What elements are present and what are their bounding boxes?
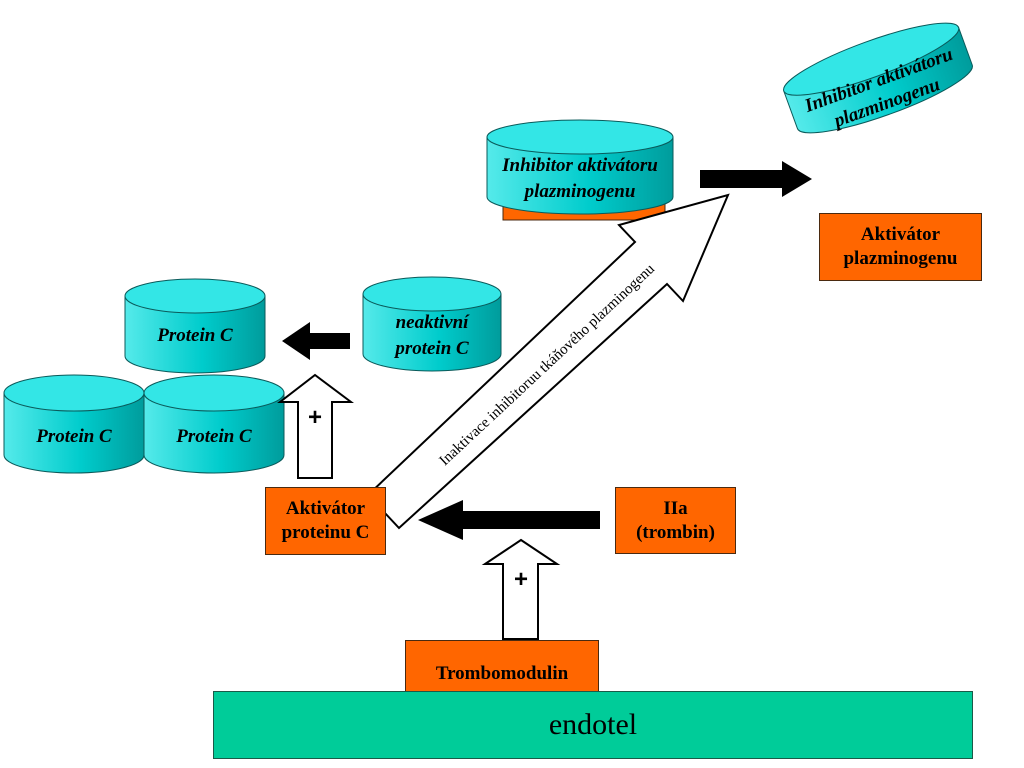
cylinder-label-line: Protein C: [156, 325, 233, 346]
cylinder-label-line: Protein C: [35, 426, 112, 447]
plus-arrow-up-bottom: +: [481, 538, 561, 640]
box-aktivator-proteinu-c: Aktivátor proteinu C: [265, 487, 386, 555]
cylinder-label-line: neaktivní: [396, 312, 471, 333]
cylinder-label-line: Protein C: [175, 426, 252, 447]
cylinder-label-line: Inhibitor aktivátoru: [501, 155, 658, 176]
cylinder-protein-c-left: Protein C: [3, 374, 145, 474]
arrow-to-released-inhibitor: [700, 161, 812, 197]
box-label: Aktivátor proteinu C: [281, 498, 370, 543]
box-aktivator-plazminogenu: Aktivátor plazminogenu: [819, 213, 982, 281]
box-iia-trombin: IIa (trombin): [615, 487, 736, 554]
cylinder-label-line: protein C: [393, 338, 469, 359]
plus-arrow-up-top: +: [277, 373, 354, 479]
box-label: IIa (trombin): [636, 497, 715, 543]
cylinder-inhibitor-tilted: Inhibitor aktivátoru plazminogenu: [783, 22, 973, 134]
arrow-trombin-to-activator: [418, 500, 600, 540]
cylinder-protein-c-top: Protein C: [124, 278, 266, 374]
arrow-to-protein-c: [282, 322, 350, 360]
cylinder-protein-c-right: Protein C: [143, 374, 285, 474]
cylinder-inhibitor-middle: Inhibitor aktivátoru plazminogenu: [486, 119, 674, 215]
box-label: Trombomodulin: [435, 663, 569, 684]
plus-sign: +: [514, 566, 528, 593]
cylinder-label-line: plazminogenu: [523, 181, 636, 202]
endotel-layer: endotel: [213, 691, 973, 759]
plus-sign: +: [308, 404, 322, 431]
cylinder-neaktivni-protein-c: neaktivní protein C: [362, 276, 502, 372]
box-label: Aktivátor plazminogenu: [843, 224, 958, 269]
endotel-label: endotel: [548, 708, 638, 741]
